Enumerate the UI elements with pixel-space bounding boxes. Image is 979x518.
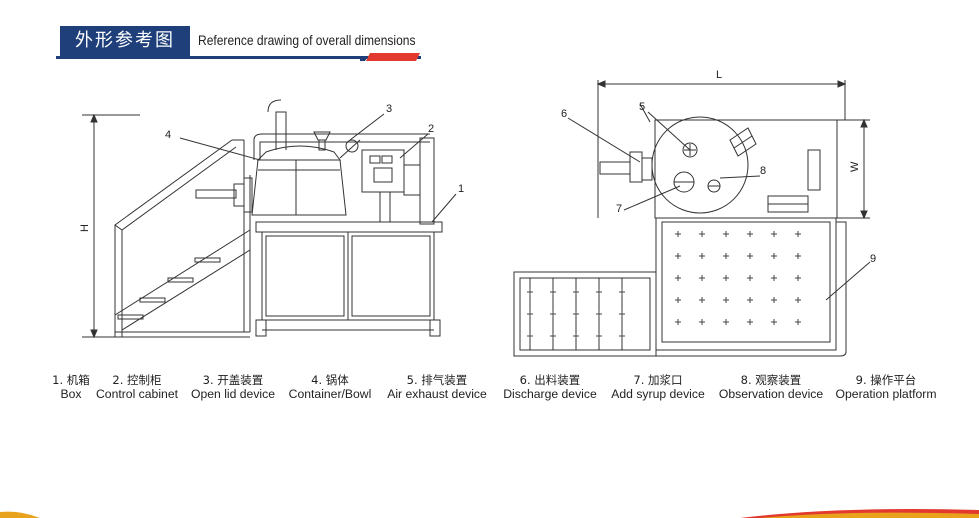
grid-cross [699,319,705,325]
title-en: Reference drawing of overall dimensions [198,32,416,48]
top-view [513,80,871,357]
grid-cross [771,231,777,237]
legend-item-add-syrup: 7. 加浆口 Add syrup device [611,373,705,401]
legend-item-platform: 9. 操作平台 Operation platform [835,373,937,401]
callout-4: 4 [165,129,171,141]
callout-7: 7 [616,203,622,215]
callout-2: 2 [428,123,434,135]
platform-grid [527,231,801,339]
height-label: H [79,224,91,232]
legend-item-air-exhaust: 5. 排气装置 Air exhaust device [387,373,487,401]
grid-cross [619,333,625,339]
callout-8: 8 [760,165,766,177]
title-red-stripes [360,53,420,61]
grid-cross [723,275,729,281]
grid-cross [550,289,556,295]
legend-item-discharge: 6. 出料装置 Discharge device [503,373,597,401]
grid-cross [550,311,556,317]
callout-9: 9 [870,253,876,265]
callout-3: 3 [386,103,392,115]
side-view [82,99,457,339]
grid-cross [527,333,533,339]
grid-cross [747,319,753,325]
grid-cross [771,319,777,325]
grid-cross [699,231,705,237]
grid-cross [723,231,729,237]
legend-item-control-cabinet: 2. 控制柜 Control cabinet [96,373,178,401]
grid-cross [771,297,777,303]
grid-cross [550,333,556,339]
grid-cross [747,253,753,259]
grid-cross [596,333,602,339]
grid-cross [675,231,681,237]
grid-cross [771,275,777,281]
grid-cross [675,275,681,281]
grid-cross [747,297,753,303]
grid-cross [747,231,753,237]
grid-cross [619,311,625,317]
grid-cross [795,297,801,303]
grid-cross [795,253,801,259]
callout-6: 6 [561,108,567,120]
grid-cross [699,253,705,259]
title-underline [56,56,421,59]
legend-item-observation: 8. 观察装置 Observation device [718,373,824,401]
grid-cross [573,333,579,339]
legend-item-box: 1. 机箱 Box [52,373,90,401]
footer-swoosh [0,509,979,518]
grid-cross [723,319,729,325]
grid-cross [795,319,801,325]
callout-5: 5 [639,101,645,113]
grid-cross [675,253,681,259]
grid-cross [699,275,705,281]
grid-cross [699,297,705,303]
dimension-drawing: H 4 3 2 1 L W 6 5 8 7 9 [79,69,876,357]
legend-item-container: 4. 锅体 Container/Bowl [288,373,372,401]
length-label: L [716,69,722,81]
grid-cross [723,253,729,259]
legend: 1. 机箱 Box 2. 控制柜 Control cabinet 3. 开盖装置… [0,373,979,407]
width-label: W [849,161,861,172]
grid-cross [723,297,729,303]
grid-cross [675,297,681,303]
grid-cross [675,319,681,325]
callout-1: 1 [458,183,464,195]
grid-cross [596,289,602,295]
grid-cross [795,275,801,281]
grid-cross [573,311,579,317]
legend-item-open-lid: 3. 开盖装置 Open lid device [190,373,276,401]
grid-cross [771,253,777,259]
grid-cross [795,231,801,237]
grid-cross [619,289,625,295]
grid-cross [573,289,579,295]
grid-cross [747,275,753,281]
grid-cross [527,289,533,295]
grid-cross [596,311,602,317]
title-cn: 外形参考图 [60,26,190,56]
grid-cross [527,311,533,317]
